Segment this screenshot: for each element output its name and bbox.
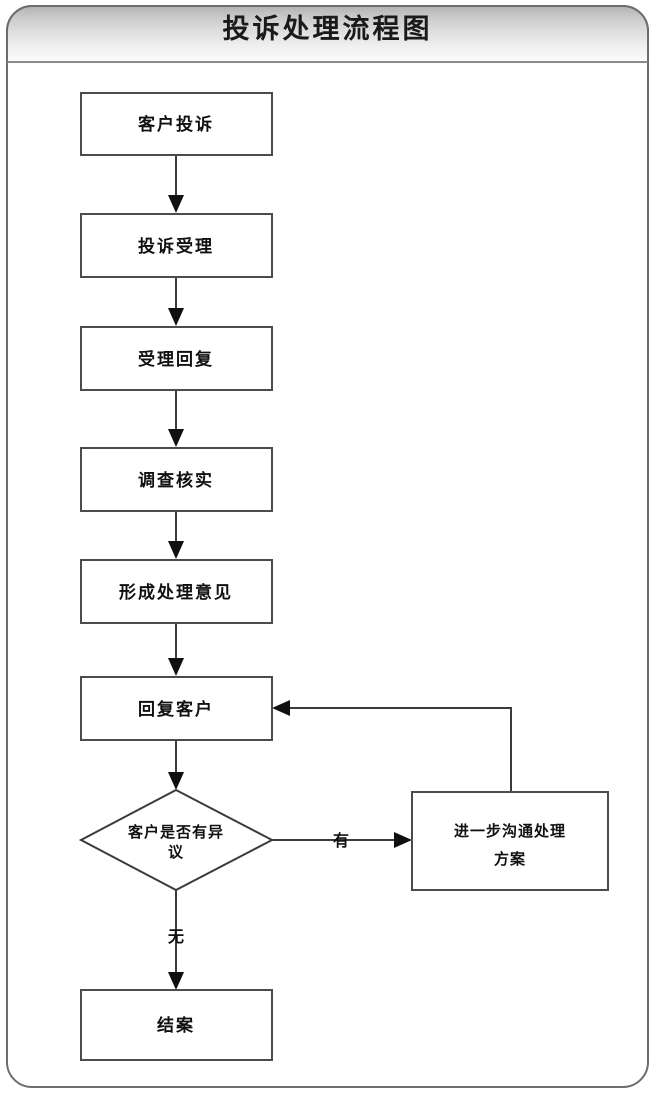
node-customer-complaint[interactable]: 客户投诉	[80, 92, 273, 156]
page-title: 投诉处理流程图	[222, 14, 433, 45]
node-investigation-verification[interactable]: 调查核实	[80, 447, 273, 512]
node-label-line2: 议	[168, 843, 184, 861]
edge-label-yes: 有	[333, 831, 349, 850]
node-further-communication-plan[interactable]: 进一步沟通处理 方案	[411, 791, 609, 891]
connector-n5-n6	[168, 623, 184, 676]
node-label: 客户投诉	[137, 114, 214, 135]
node-label: 调查核实	[138, 470, 214, 491]
node-label: 投诉受理	[138, 236, 214, 257]
node-label-line1: 客户是否有异	[127, 823, 224, 841]
node-label: 结案	[157, 1015, 195, 1036]
connector-decision-no	[168, 890, 184, 990]
node-case-closed[interactable]: 结案	[80, 989, 273, 1061]
node-label: 回复客户	[138, 699, 214, 720]
node-label-line1: 进一步沟通处理	[454, 822, 566, 840]
connector-n4-n5	[168, 511, 184, 559]
node-decision-customer-objection[interactable]: 客户是否有异 议	[78, 788, 275, 892]
node-form-handling-opinion[interactable]: 形成处理意见	[80, 559, 273, 624]
connector-n2-n3	[168, 277, 184, 326]
node-label: 受理回复	[138, 349, 214, 370]
connector-feedback-loop	[272, 700, 512, 792]
connector-decision-yes	[272, 832, 412, 848]
node-label: 形成处理意见	[119, 582, 233, 603]
node-reply-to-customer[interactable]: 回复客户	[80, 676, 273, 741]
connector-n6-decision	[168, 740, 184, 790]
node-label-line2: 方案	[494, 850, 526, 868]
connector-n3-n4	[168, 390, 184, 447]
edge-label-no: 无	[167, 927, 184, 946]
node-acceptance-reply[interactable]: 受理回复	[80, 326, 273, 391]
node-complaint-acceptance[interactable]: 投诉受理	[80, 213, 273, 278]
connector-n1-n2	[168, 155, 184, 213]
diagram-header-bar	[6, 5, 649, 63]
diagram-frame	[6, 5, 649, 1088]
